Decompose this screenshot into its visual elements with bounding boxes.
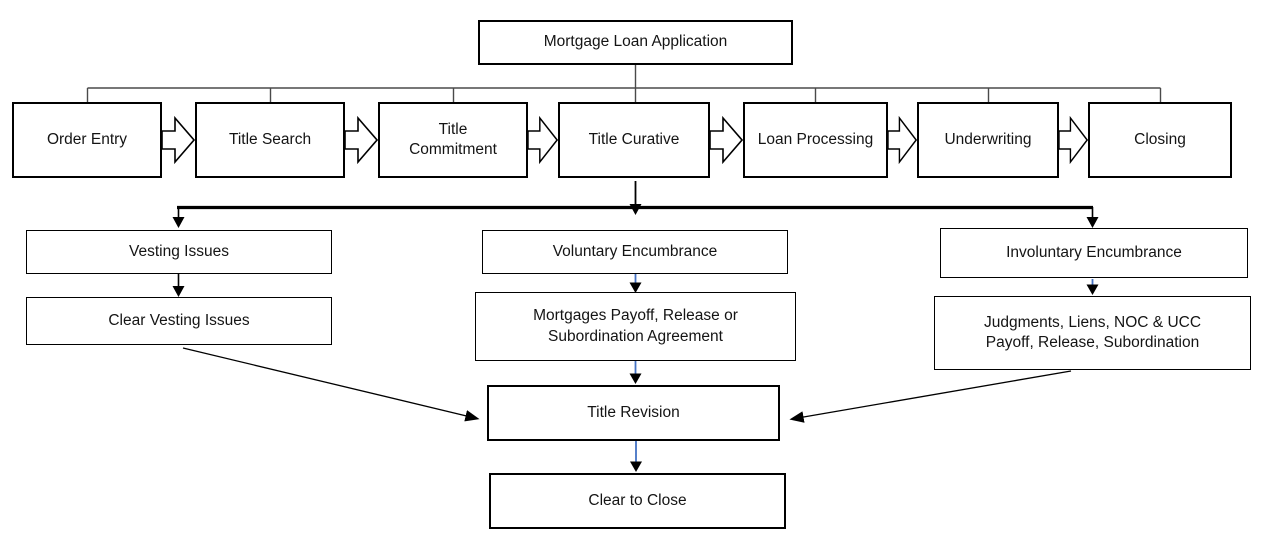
box-vesting-issues: Vesting Issues [26, 230, 332, 274]
box-label: Voluntary Encumbrance [552, 242, 718, 260]
box-title-revision: Title Revision [487, 385, 780, 441]
box-title-curative: Title Curative [558, 102, 710, 178]
box-label: Title Curative [588, 130, 680, 148]
down-arrowhead-icon [629, 204, 642, 215]
title-to-pipeline-connectors [86, 65, 1162, 103]
box-clear-to-close: Clear to Close [489, 473, 786, 529]
box-label: Title Revision [587, 403, 680, 421]
box-label-line2: Payoff, Release, Subordination [985, 334, 1200, 351]
box-label: Mortgage Loan Application [543, 33, 728, 51]
right-diagonal-arrow [789, 370, 1072, 423]
box-label: Underwriting [944, 130, 1032, 148]
down-arrowhead-icon [630, 461, 642, 472]
box-label: Closing [1134, 130, 1186, 148]
flow-arrow-icon [710, 116, 743, 164]
flow-arrow-icon [888, 116, 917, 164]
box-label-line2: Subordination Agreement [548, 327, 723, 345]
box-judgments-liens: Judgments, Liens, NOC & UCC Payoff, Rele… [934, 296, 1251, 370]
box-label: Title Search [228, 130, 312, 148]
down-arrowhead-icon [629, 373, 642, 384]
down-arrowhead-icon [1086, 284, 1099, 295]
down-arrowhead-icon [172, 217, 185, 228]
down-arrowhead-icon [172, 286, 185, 297]
box-title-search: Title Search [195, 102, 345, 178]
left-diagonal-arrow [182, 347, 480, 422]
box-closing: Closing [1088, 102, 1232, 178]
box-loan-processing: Loan Processing [743, 102, 888, 178]
box-label: Order Entry [46, 130, 128, 148]
box-mortgage-loan-application: Mortgage Loan Application [478, 20, 793, 65]
box-underwriting: Underwriting [917, 102, 1059, 178]
box-label: Clear to Close [588, 491, 687, 509]
box-order-entry: Order Entry [12, 102, 162, 178]
box-clear-vesting-issues: Clear Vesting Issues [26, 297, 332, 345]
box-label-line1: Mortgages Payoff, Release or [533, 307, 738, 325]
box-title-commitment: Title Commitment [378, 102, 528, 178]
box-label: Involuntary Encumbrance [1006, 243, 1182, 261]
box-label-line2: Commitment [409, 141, 497, 158]
flow-arrow-icon [528, 116, 558, 164]
flow-arrow-icon [162, 116, 195, 164]
box-mortgages-payoff: Mortgages Payoff, Release or Subordinati… [475, 292, 796, 361]
box-label: Clear Vesting Issues [108, 311, 250, 329]
box-involuntary-encumbrance: Involuntary Encumbrance [940, 228, 1248, 278]
box-label: Loan Processing [757, 130, 874, 148]
box-label-line1: Judgments, Liens, NOC & UCC [983, 313, 1202, 331]
box-label-line1: Title [438, 120, 468, 138]
flow-arrow-icon [1059, 116, 1088, 164]
down-arrowhead-icon [1086, 217, 1099, 228]
box-voluntary-encumbrance: Voluntary Encumbrance [482, 230, 788, 274]
flow-arrow-icon [345, 116, 378, 164]
box-label: Vesting Issues [129, 242, 229, 260]
